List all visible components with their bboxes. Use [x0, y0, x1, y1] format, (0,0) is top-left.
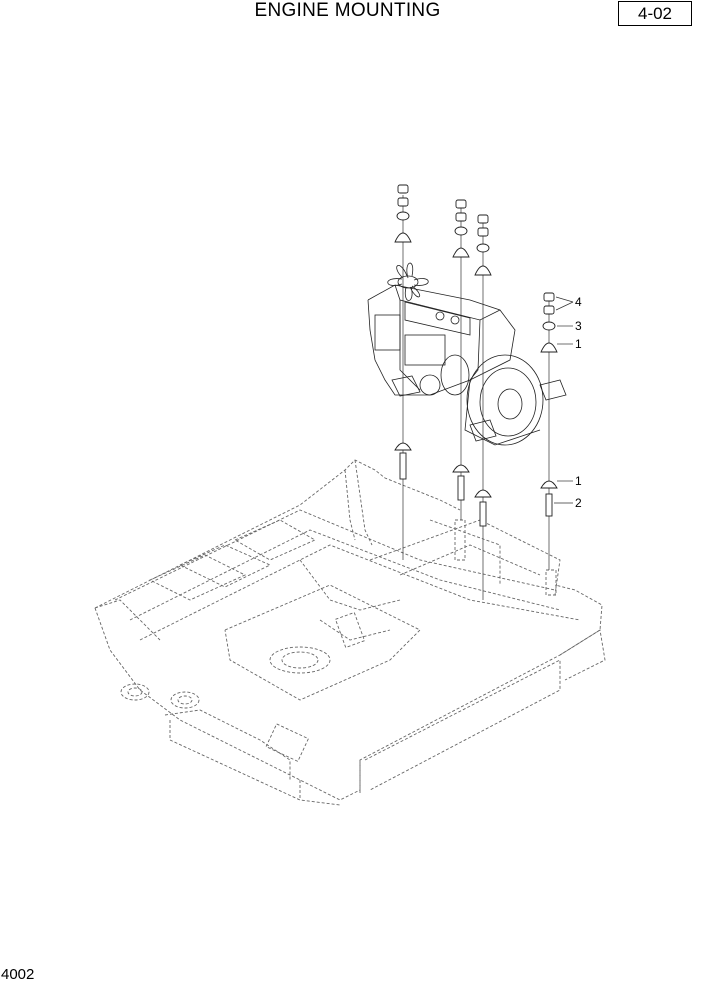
page-title: ENGINE MOUNTING	[254, 0, 441, 21]
mount-stack-2	[452, 199, 470, 501]
engine-assembly	[367, 262, 567, 446]
center-lines	[402, 195, 550, 600]
mount-stack-3	[474, 214, 492, 527]
callout-3: 3	[575, 319, 582, 333]
callout-labels: 4 3 1 1 2	[575, 295, 582, 510]
callout-1-lower: 1	[575, 474, 582, 488]
page-reference: 4-02	[618, 1, 692, 26]
mount-stack-1	[394, 184, 412, 480]
mount-stack-4	[540, 292, 558, 517]
callout-1-upper: 1	[575, 337, 582, 351]
callout-leaders	[554, 296, 574, 504]
upper-frame	[94, 459, 606, 806]
callout-2: 2	[575, 496, 582, 510]
callout-4: 4	[575, 295, 582, 309]
figure-code: 4002	[1, 966, 35, 983]
